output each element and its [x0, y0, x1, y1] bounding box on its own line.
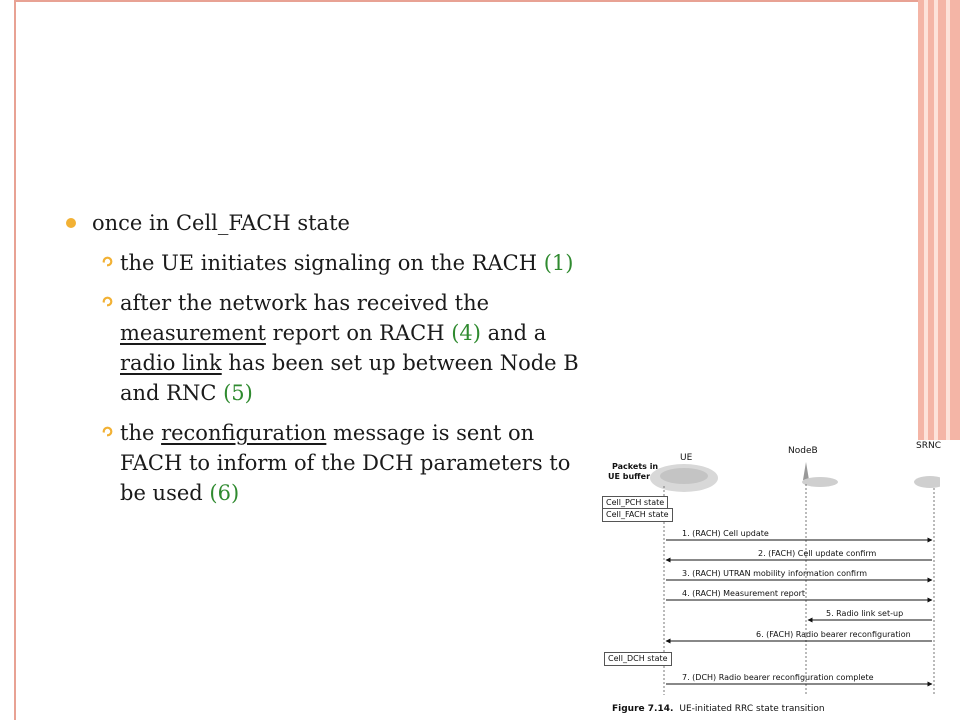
state-box-fach: Cell_FACH state: [602, 508, 673, 522]
decor-stripe: [918, 0, 924, 440]
step-number: (4): [451, 321, 481, 345]
srnc-node-icon: [914, 476, 940, 488]
ring-bullet-icon: [102, 256, 113, 267]
ring-bullet-icon: [102, 296, 113, 307]
entity-nodeb-label: NodeB: [788, 446, 818, 456]
sub-bullet-1: the UE initiates signaling on the RACH (…: [102, 248, 586, 278]
message-label: 6. (FACH) Radio bearer reconfiguration: [756, 630, 911, 639]
sub-bullet-3: the reconfiguration message is sent on F…: [102, 418, 586, 508]
message-label: 5. Radio link set-up: [826, 609, 904, 618]
bullet-list: once in Cell_FACH state the UE initiates…: [66, 206, 586, 518]
slide-frame-top: [14, 0, 920, 2]
main-bullet: once in Cell_FACH state: [66, 206, 586, 240]
decor-stripe: [938, 0, 946, 440]
decor-stripe: [924, 0, 928, 440]
message-label: 2. (FACH) Cell update confirm: [758, 549, 877, 558]
message-label: 7. (DCH) Radio bearer reconfiguration co…: [682, 673, 874, 682]
ring-bullet-icon: [102, 426, 113, 437]
step-number: (1): [543, 251, 574, 275]
step-number: (5): [223, 381, 253, 405]
state-box-dch: Cell_DCH state: [604, 652, 672, 666]
figure-number: Figure 7.14.: [612, 704, 674, 714]
underlined-term: measurement: [120, 321, 266, 345]
figure-caption: Figure 7.14. UE-initiated RRC state trans…: [612, 704, 825, 714]
decor-stripe: [928, 0, 934, 440]
underlined-term: reconfiguration: [161, 421, 327, 445]
decor-stripe: [934, 0, 938, 440]
message-label: 4. (RACH) Measurement report: [682, 589, 806, 598]
sequence-diagram-svg: [650, 462, 940, 695]
entity-ue-label: UE: [680, 453, 693, 463]
decor-stripe: [950, 0, 960, 440]
slide-frame-left: [14, 0, 16, 720]
figure-title: UE-initiated RRC state transition: [679, 704, 825, 714]
decor-stripe: [946, 0, 950, 440]
bullet-dot-icon: [66, 218, 76, 228]
main-bullet-text: once in Cell_FACH state: [92, 211, 350, 235]
step-number: (6): [209, 481, 240, 505]
rrc-sequence-diagram: UE NodeB SRNC Packets in UE buffer Cell_…: [598, 440, 941, 720]
underlined-term: radio link: [120, 351, 222, 375]
message-label: 3. (RACH) UTRAN mobility information con…: [682, 569, 868, 578]
sub-bullet-2: after the network has received the measu…: [102, 288, 586, 408]
nodeb-antenna-icon: [803, 462, 809, 480]
entity-srnc-label: SRNC: [916, 441, 941, 451]
packets-label-line2: UE buffer: [608, 472, 651, 481]
message-label: 1. (RACH) Cell update: [682, 529, 769, 538]
packets-label-line1: Packets in: [612, 462, 659, 471]
